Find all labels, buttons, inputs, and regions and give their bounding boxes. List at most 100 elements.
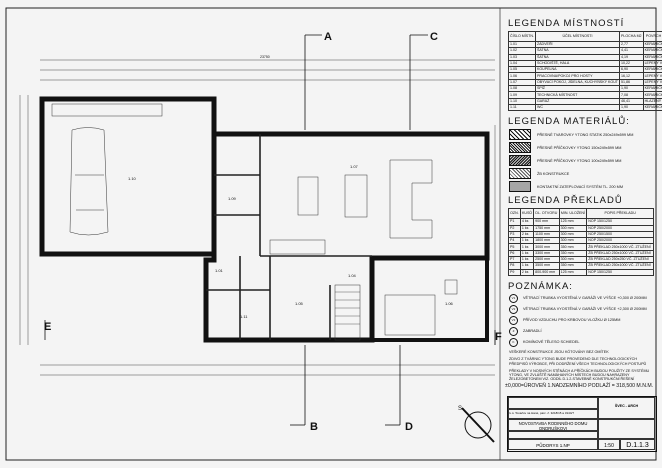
notes-title: POZNÁMKA: — [508, 280, 573, 292]
lintels-header: MIN. ULOŽENÍ — [558, 208, 588, 220]
materials-legend-title: LEGENDA MATERIÁLŮ: — [508, 116, 630, 128]
north-label: S — [458, 406, 462, 412]
material-item: ŽB KONSTRUKCE — [509, 168, 655, 180]
note-paragraph: VEŠKERÉ KONSTRUKCE JSOU KÓTOVÁNY BEZ OMÍ… — [509, 349, 609, 354]
note-text: PŘÍVOD VZDUCHU PRO KRBOVOU VLOŽKU Ø 125M… — [523, 318, 621, 323]
room-number-living: 1.07 — [350, 164, 359, 169]
material-item: PŘESNÉ PŘÍČKOVKY YTONG 150x249x599 MM — [509, 142, 655, 154]
lintel-cell: 125 mm — [558, 268, 588, 276]
room-cell: KERAMICKÁ DLAŽBA — [642, 47, 662, 55]
material-item: PŘESNÉ PŘÍČKOVKY YTONG 100x249x599 MM — [509, 155, 655, 167]
section-b-label: B — [310, 421, 318, 433]
lintel-cell: ŽB PŘEKLAD 250x1000 VČ. ZTUŽENÍ — [586, 243, 654, 251]
room-number-entry: 1.01 — [215, 268, 224, 273]
drawing-name: PŮDORYS 1.NP — [508, 439, 598, 450]
room-cell: SCHODIŠTĚ, HALA — [534, 59, 620, 68]
material-item: KONTAKTNÍ ZATEPLOVACÍ SYSTÉM TL. 200 MM — [509, 181, 655, 193]
rooms-header: POVRCH PODLAHY — [642, 31, 662, 42]
north-arrow-icon — [461, 407, 495, 443]
room-cell: KERAMICKÁ DLAŽBA — [642, 66, 662, 74]
lintels-header: OZN. — [508, 208, 521, 220]
note-text: KOMÍNOVÉ TĚLESO SCHIEDEL — [523, 340, 580, 345]
room-cell: KERAMICKÁ DLAŽBA — [642, 85, 662, 93]
drawing-scale: 1:50 — [598, 439, 620, 450]
lintel-cell: ŽB PŘEKLAD 250x1000 VČ. ZTUŽENÍ — [586, 249, 654, 258]
level-note: ±0,000=ÚROVEŇ 1.NADZEMNÍHO PODLAŽÍ = 318… — [505, 381, 653, 389]
room-cell: 1.11 — [508, 103, 536, 112]
drawing-number: D.1.1.3 — [620, 439, 655, 450]
material-label: PŘESNÉ PŘÍČKOVKY YTONG 100x249x599 MM — [537, 158, 622, 163]
room-cell: 1,90 — [618, 103, 644, 112]
note-paragraph: PŘEKLADY V NOSNÝCH STĚNÁCH A PŘÍČKÁCH BU… — [509, 368, 650, 382]
garage: 1.10 — [39, 96, 217, 257]
section-markers — [44, 34, 496, 426]
room-number-garage: 1.10 — [128, 176, 137, 181]
lintel-cell: P9 — [508, 268, 521, 276]
material-label: PŘESNÉ TVAROVKY YTONG STATIK 250x249x599… — [537, 132, 634, 137]
title-block: ŠVEC - ARCH k.ú. Tovačov na Hané, parc. … — [507, 396, 657, 452]
room-number-room: 1.06 — [445, 301, 454, 306]
lintel-cell: NOP 150/1250 — [586, 268, 654, 276]
lintels-header: KUSŮ — [519, 208, 535, 220]
material-label: PŘESNÉ PŘÍČKOVKY YTONG 150x249x599 MM — [537, 145, 622, 150]
material-swatch — [509, 142, 531, 154]
note-mark: V1 — [509, 293, 518, 303]
rooms-header: ÚČEL MÍSTNOSTI — [534, 31, 620, 42]
room-cell: KERAMICKÁ DLAŽBA — [642, 91, 662, 99]
note-text: ZABRADLÍ — [523, 329, 542, 334]
note-mark: K — [509, 337, 518, 347]
room-number-tech: 1.09 — [228, 196, 237, 201]
section-c-label: C — [430, 31, 438, 43]
note-mark: Z — [509, 326, 518, 336]
material-swatch — [509, 129, 531, 141]
furniture — [269, 159, 458, 341]
lintel-cell: 3500 mm — [533, 262, 560, 270]
lintels-header: DL. OTVORU — [533, 208, 560, 220]
material-swatch — [509, 181, 531, 193]
note-item: Z ZABRADLÍ — [509, 326, 655, 336]
section-a-label: A — [324, 31, 332, 43]
note-mark: V2 — [509, 304, 518, 314]
note-mark: V3 — [509, 315, 518, 325]
note-item: K KOMÍNOVÉ TĚLESO SCHIEDEL — [509, 337, 655, 347]
lintels-header: POPIS PŘEKLADU — [586, 208, 654, 220]
material-item: PŘESNÉ TVAROVKY YTONG STATIK 250x249x599… — [509, 129, 655, 141]
room-cell: OBÝVACÍ POKOJ, JÍDELNA, KUCHYŇSKÝ KOUT — [534, 78, 620, 87]
room-cell: KOUPELNA — [534, 66, 620, 74]
room-cell: LEPENÝ VINYL — [642, 72, 662, 80]
rooms-header: ČÍSLO MÍSTN. — [508, 31, 536, 42]
note-item: V3 PŘÍVOD VZDUCHU PRO KRBOVOU VLOŽKU Ø 12… — [509, 315, 655, 325]
room-cell: PRACOVNA/POKOJ PRO HOSTY — [534, 72, 620, 80]
material-label: KONTAKTNÍ ZATEPLOVACÍ SYSTÉM TL. 200 MM — [537, 184, 624, 189]
main-house: 1.07 1.04 1.06 1.05 1.09 1.11 1.01 — [203, 131, 490, 343]
project-location: k.ú. Tovačov na Hané, parc. č. 3218/15 a… — [508, 409, 598, 419]
room-cell: SPÍŽ — [534, 85, 620, 93]
total-dimension: 23750 — [260, 55, 270, 59]
dimension-lines — [19, 59, 496, 376]
room-cell: LEPENÝ VINYL — [642, 59, 662, 68]
room-number-wc: 1.11 — [240, 314, 248, 319]
room-cell: LEPENÝ VINYL — [642, 78, 662, 87]
lintel-cell: 800-900 mm — [533, 268, 560, 276]
lintel-cell: 2500 mm — [533, 256, 560, 264]
room-cell: KERAMICKÁ DLAŽBA — [642, 53, 662, 61]
material-label: ŽB KONSTRUKCE — [537, 171, 570, 176]
note-text: VĚTRACÍ TRUBKA VYOSTĚNÁ V GARÁŽI VE VÝŠC… — [523, 296, 647, 301]
firm-name: ŠVEC - ARCH — [598, 397, 655, 419]
rooms-legend-title: LEGENDA MÍSTNOSTÍ — [508, 18, 625, 29]
project-name: NOVOSTAVBA RODINNÉHO DOMU ONDRUŠKOVI — [508, 419, 598, 431]
